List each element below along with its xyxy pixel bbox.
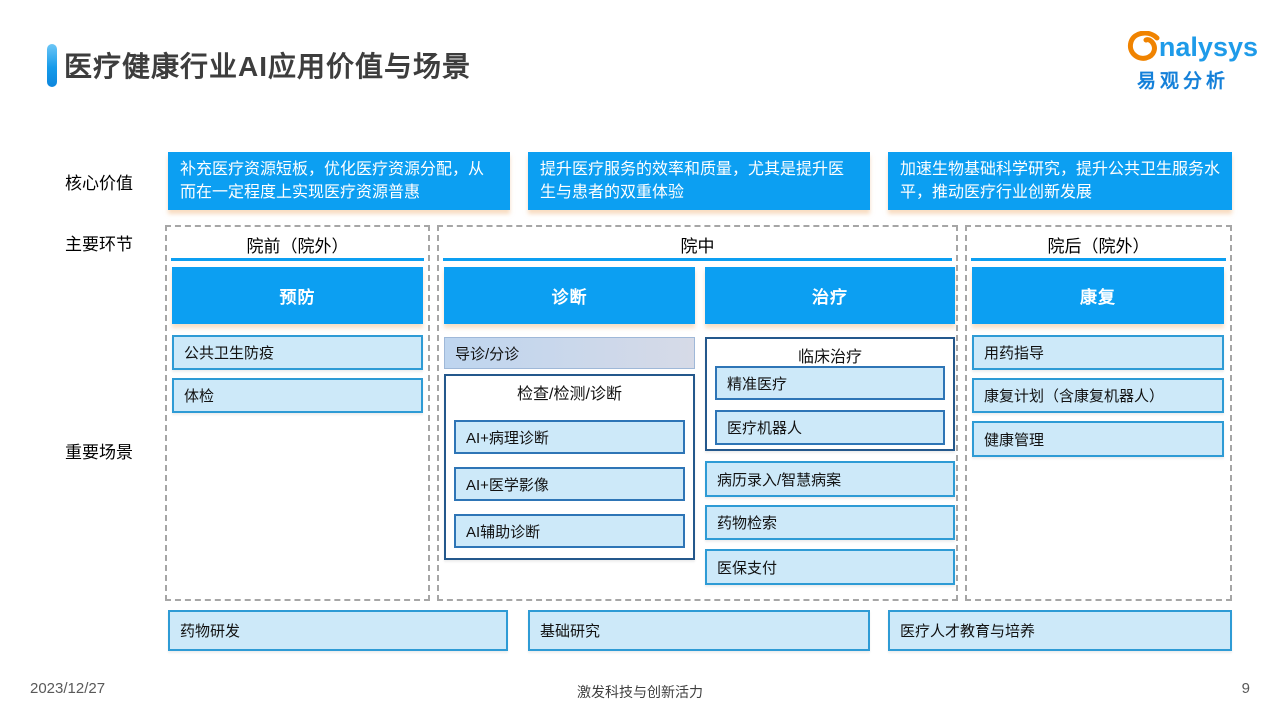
logo-wordmark: nalysys bbox=[1108, 30, 1258, 64]
stage-title-pre-hospital: 院前（院外） bbox=[246, 237, 349, 256]
stage-title-in-hospital: 院中 bbox=[680, 237, 715, 256]
page-title: 医疗健康行业AI应用价值与场景 bbox=[64, 51, 472, 82]
key-scenarios-label: 重要场景 bbox=[65, 442, 133, 462]
footer-date: 2023/12/27 bbox=[30, 680, 106, 697]
item-precision-medicine: 精准医疗 bbox=[715, 366, 945, 400]
item-ai-assisted-diagnosis: AI辅助诊断 bbox=[454, 514, 685, 548]
stage-underline bbox=[443, 258, 952, 261]
group-clinical-treatment: 临床治疗 精准医疗 医疗机器人 bbox=[705, 337, 955, 451]
column-header-rehabilitation: 康复 bbox=[972, 267, 1224, 324]
group-title: 临床治疗 bbox=[797, 349, 862, 366]
core-value-box-3: 加速生物基础科学研究，提升公共卫生服务水平，推动医疗行业创新发展 bbox=[888, 152, 1232, 210]
item-rehab-plan: 康复计划（含康复机器人） bbox=[972, 378, 1224, 413]
core-value-box-2: 提升医疗服务的效率和质量，尤其是提升医生与患者的双重体验 bbox=[528, 152, 870, 210]
group-title: 检查/检测/诊断 bbox=[517, 386, 622, 403]
item-medical-robot: 医疗机器人 bbox=[715, 410, 945, 445]
item-ai-medical-imaging: AI+医学影像 bbox=[454, 467, 685, 501]
item-health-management: 健康管理 bbox=[972, 421, 1224, 457]
core-value-box-1: 补充医疗资源短板，优化医疗资源分配，从而在一定程度上实现医疗资源普惠 bbox=[168, 152, 510, 210]
column-header-prevention: 预防 bbox=[172, 267, 423, 324]
footer-page-number: 9 bbox=[1241, 680, 1250, 697]
item-ai-pathology: AI+病理诊断 bbox=[454, 420, 685, 454]
analysys-logo: nalysys 易观分析 bbox=[1108, 30, 1258, 93]
stage-title-post-hospital: 院后（院外） bbox=[1047, 237, 1150, 256]
item-triage: 导诊/分诊 bbox=[444, 337, 695, 369]
logo-cn: 易观分析 bbox=[1136, 71, 1229, 92]
stage-underline bbox=[971, 258, 1226, 261]
main-stages-label: 主要环节 bbox=[65, 234, 133, 254]
column-header-treatment: 治疗 bbox=[705, 267, 955, 324]
item-public-health-prevention: 公共卫生防疫 bbox=[172, 335, 423, 370]
item-medical-education: 医疗人才教育与培养 bbox=[888, 610, 1232, 651]
item-basic-research: 基础研究 bbox=[528, 610, 870, 651]
group-examination-diagnosis: 检查/检测/诊断 AI+病理诊断 AI+医学影像 AI辅助诊断 bbox=[444, 374, 695, 560]
logo-brand-text: nalysys bbox=[1158, 31, 1258, 62]
column-header-diagnosis: 诊断 bbox=[444, 267, 695, 324]
logo-swoosh-icon bbox=[1127, 31, 1161, 63]
item-drug-rd: 药物研发 bbox=[168, 610, 508, 651]
title-accent-bar bbox=[47, 44, 57, 87]
core-value-label: 核心价值 bbox=[65, 173, 133, 193]
item-physical-exam: 体检 bbox=[172, 378, 423, 413]
item-insurance-payment: 医保支付 bbox=[705, 549, 955, 585]
footer-slogan: 激发科技与创新活力 bbox=[577, 684, 703, 700]
item-medical-record-entry: 病历录入/智慧病案 bbox=[705, 461, 955, 497]
stage-underline bbox=[171, 258, 424, 261]
item-drug-search: 药物检索 bbox=[705, 505, 955, 540]
item-medication-guidance: 用药指导 bbox=[972, 335, 1224, 370]
